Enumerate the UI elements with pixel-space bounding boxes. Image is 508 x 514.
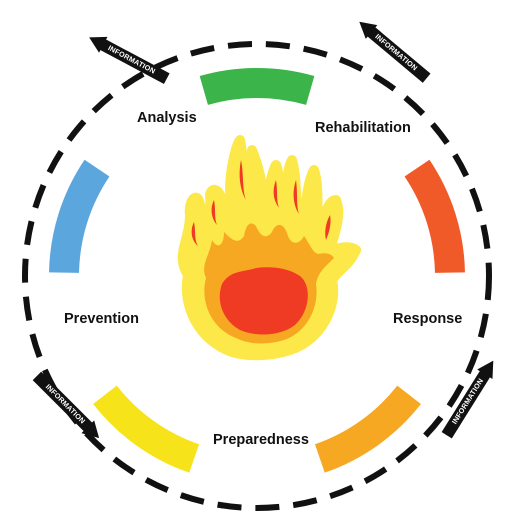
response-arc (404, 159, 465, 273)
arrow-icon (89, 36, 170, 84)
phase-label-response: Response (393, 311, 463, 327)
phase-label-analysis: Analysis (137, 110, 197, 126)
analysis-arc (49, 159, 110, 273)
phase-label-rehabilitation: Rehabilitation (315, 120, 411, 136)
prevention-arc (93, 385, 200, 473)
rehabilitation-arc (199, 68, 315, 105)
information-cycle-ring (22, 41, 492, 511)
preparedness-arc (314, 385, 421, 473)
phase-label-prevention: Prevention (64, 311, 139, 327)
phase-label-preparedness: Preparedness (213, 432, 309, 448)
arrow-icon (359, 21, 431, 83)
fire-icon (177, 135, 361, 361)
arrow-icon (441, 360, 494, 439)
arrow-icon (32, 371, 100, 439)
